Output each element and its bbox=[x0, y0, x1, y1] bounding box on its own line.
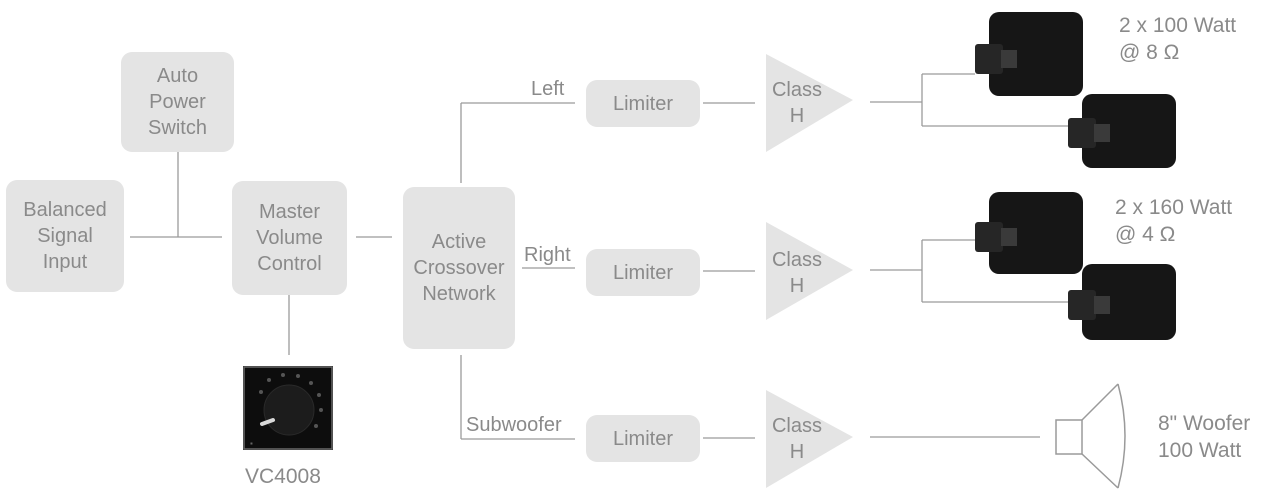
right-output-spec: 2 x 160 Watt @ 4 Ω bbox=[1115, 196, 1233, 246]
left-output-spec: 2 x 100 Watt @ 8 Ω bbox=[1119, 14, 1237, 64]
branch-label-subwoofer: Subwoofer bbox=[466, 414, 562, 436]
limiter-right-box: Limiter bbox=[586, 249, 700, 296]
amplifier-subwoofer: Class H bbox=[766, 390, 856, 490]
wall-speaker-icon bbox=[975, 192, 1083, 274]
wall-speaker-icon bbox=[975, 12, 1083, 96]
vc4008-label: VC4008 bbox=[245, 465, 321, 488]
balanced-signal-input-box: Balanced Signal Input bbox=[6, 180, 124, 292]
branch-label-left: Left bbox=[531, 78, 565, 100]
master-volume-control-box: Master Volume Control bbox=[232, 181, 347, 295]
active-crossover-network-label: Active Crossover Network bbox=[413, 231, 505, 305]
active-crossover-network-box: Active Crossover Network bbox=[403, 187, 515, 349]
volume-control-panel-image: ▪ bbox=[243, 366, 333, 450]
wall-speaker-icon bbox=[1068, 94, 1176, 168]
woofer-icon bbox=[1055, 383, 1126, 489]
amplifier-right-label: Class H bbox=[771, 249, 822, 297]
limiter-subwoofer-box: Limiter bbox=[586, 415, 700, 462]
svg-text:▪: ▪ bbox=[250, 439, 253, 448]
amplifier-right: Class H bbox=[766, 222, 856, 322]
amplifier-triangle-icon bbox=[766, 222, 853, 320]
branch-label-right: Right bbox=[524, 244, 571, 266]
amplifier-triangle-icon bbox=[766, 54, 853, 152]
limiter-left-label: Limiter bbox=[612, 92, 673, 115]
limiter-right-label: Limiter bbox=[612, 261, 673, 284]
wall-speaker-icon bbox=[1068, 264, 1176, 340]
amplifier-left: Class H bbox=[766, 54, 856, 154]
limiter-subwoofer-label: Limiter bbox=[612, 427, 673, 450]
master-volume-control-label: Master Volume Control bbox=[256, 201, 323, 275]
limiter-left-box: Limiter bbox=[586, 80, 700, 127]
auto-power-switch-box: Auto Power Switch bbox=[121, 52, 234, 152]
auto-power-switch-label: Auto Power Switch bbox=[148, 65, 207, 139]
amplifier-triangle-icon bbox=[766, 390, 853, 488]
balanced-signal-input-label: Balanced Signal Input bbox=[23, 199, 107, 273]
amplifier-subwoofer-label: Class H bbox=[771, 415, 822, 463]
woofer-output-spec: 8" Woofer 100 Watt bbox=[1158, 412, 1251, 462]
amplifier-left-label: Class H bbox=[771, 79, 822, 127]
